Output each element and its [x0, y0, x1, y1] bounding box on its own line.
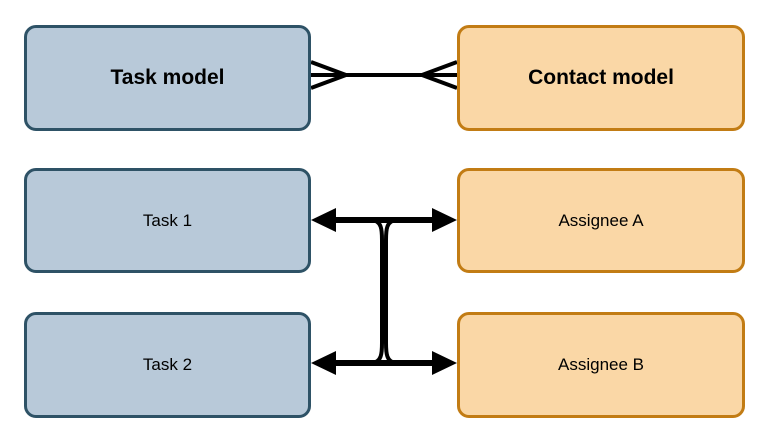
- crows-foot-left-icon: [310, 60, 347, 90]
- join-line-right-rail: [384, 218, 398, 365]
- node-label: Assignee A: [558, 210, 644, 230]
- edge-task1-assignee-a[interactable]: [311, 208, 457, 232]
- edge-task2-assignee-b[interactable]: [311, 351, 457, 375]
- node-assignee-b[interactable]: Assignee B: [457, 312, 745, 418]
- node-task-2[interactable]: Task 2: [24, 312, 311, 418]
- arrowhead-left-icon: [311, 351, 336, 375]
- node-label: Task 2: [142, 355, 193, 375]
- join-line-left-rail: [370, 218, 384, 365]
- node-task-1[interactable]: Task 1: [24, 168, 311, 273]
- node-label: Assignee B: [558, 355, 644, 375]
- node-label: Task model: [110, 65, 225, 89]
- node-contact-model[interactable]: Contact model: [457, 25, 745, 131]
- node-task-model[interactable]: Task model: [24, 25, 311, 131]
- node-assignee-a[interactable]: Assignee A: [457, 168, 745, 273]
- arrowhead-right-icon: [432, 208, 457, 232]
- edge-instance-join-line[interactable]: [370, 218, 398, 365]
- edge-model-relationship[interactable]: [310, 60, 458, 90]
- node-label: Task 1: [142, 210, 193, 230]
- node-label: Contact model: [528, 65, 674, 89]
- crows-foot-right-icon: [421, 60, 458, 90]
- arrowhead-right-icon: [432, 351, 457, 375]
- arrowhead-left-icon: [311, 208, 336, 232]
